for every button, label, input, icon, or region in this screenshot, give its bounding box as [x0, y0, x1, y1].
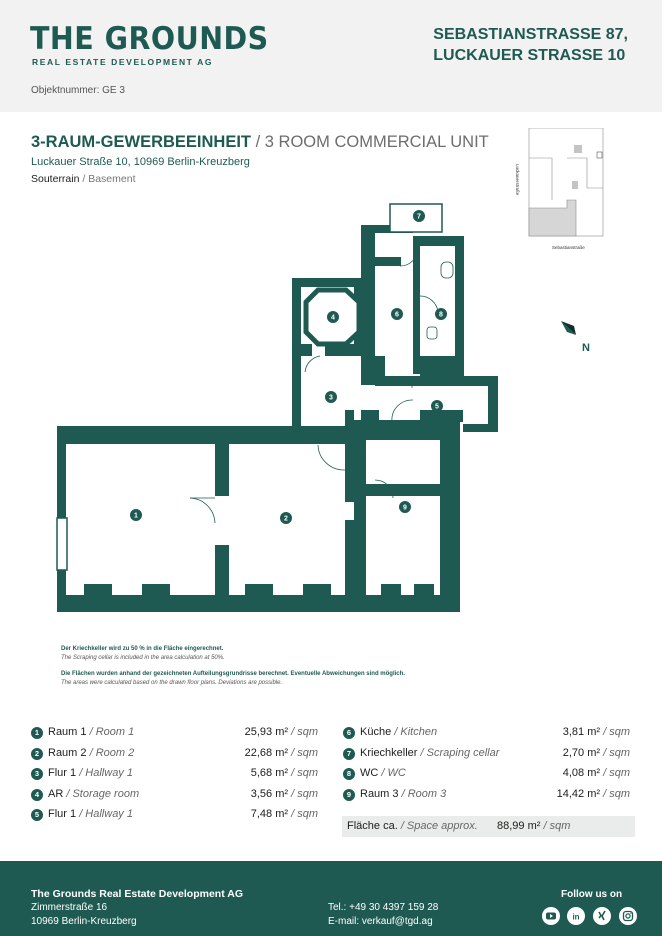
floor-level-de: Souterrain [31, 173, 80, 185]
property-address: SEBASTIANSTRASSE 87, LUCKAUER STRASSE 10 [433, 24, 628, 66]
svg-text:in: in [572, 913, 579, 922]
svg-text:6: 6 [395, 312, 399, 319]
list-item: 6 Küche / Kitchen 3,81 m² / sqm [343, 726, 630, 747]
room-marker-4: 4 [327, 311, 339, 323]
svg-text:9: 9 [403, 505, 407, 512]
footer-city: 10969 Berlin-Kreuzberg [31, 916, 137, 927]
list-item: 1 Raum 1 / Room 1 25,93 m² / sqm [31, 726, 318, 747]
youtube-icon[interactable] [542, 907, 560, 925]
footer: The Grounds Real Estate Development AG Z… [0, 861, 662, 936]
room-marker-9: 9 [399, 501, 411, 513]
list-item: 7 Kriechkeller / Scraping cellar 2,70 m²… [343, 747, 630, 768]
room-marker-5: 5 [431, 400, 443, 412]
site-street-vertical: Luckauerstraße [515, 164, 520, 196]
room-markers: 1 2 3 4 5 6 7 8 9 [130, 210, 447, 524]
svg-text:4: 4 [331, 315, 335, 322]
site-street-horizontal: Sebastianstraße [552, 245, 585, 250]
floor-level-en: Basement [88, 173, 136, 185]
address-line-1: SEBASTIANSTRASSE 87, [433, 26, 628, 43]
note-1-de: Der Kriechkeller wird zu 50 % in die Flä… [61, 646, 224, 652]
svg-text:N: N [582, 342, 590, 354]
title-english: 3 ROOM COMMERCIAL UNIT [264, 133, 489, 151]
north-arrow-icon: N [561, 321, 590, 354]
svg-text:2: 2 [284, 516, 288, 523]
room-marker-6: 6 [391, 308, 403, 320]
unit-address: Luckauer Straße 10, 10969 Berlin-Kreuzbe… [31, 156, 250, 168]
list-item: 4 AR / Storage room 3,56 m² / sqm [31, 788, 318, 809]
note-1-en: The Scraping cellar is included in the a… [61, 654, 225, 661]
room-marker-2: 2 [280, 512, 292, 524]
room-number-badge: 7 [343, 747, 355, 760]
title-separator: / [251, 133, 265, 151]
area-notes: Der Kriechkeller wird zu 50 % in die Flä… [61, 645, 405, 687]
room-number-badge: 3 [31, 768, 43, 781]
room-number-badge: 4 [31, 788, 43, 801]
room-number-badge: 8 [343, 768, 355, 781]
linkedin-icon[interactable]: in [567, 907, 585, 925]
floor-plan: 1 2 3 4 5 6 7 8 9 N [56, 203, 590, 612]
note-2-de: Die Flächen wurden anhand der gezeichnet… [61, 671, 405, 677]
xing-icon[interactable] [593, 907, 611, 925]
room-marker-7: 7 [413, 210, 425, 222]
svg-text:7: 7 [417, 214, 421, 221]
total-value: 88,99 m² [497, 820, 541, 832]
title-german: 3-RAUM-GEWERBEEINHEIT [31, 133, 252, 151]
note-2-en: The areas were calculated based on the d… [61, 679, 283, 686]
room-number-badge: 1 [31, 727, 43, 739]
total-area: Fläche ca. / Space approx. 88,99 m² / sq… [342, 816, 635, 837]
list-item: 5 Flur 1 / Hallway 1 7,48 m² / sqm [31, 808, 318, 829]
footer-street: Zimmerstraße 16 [31, 902, 108, 913]
follow-us-label: Follow us on [561, 889, 623, 900]
room-number-badge: 6 [343, 727, 355, 739]
header: THE GROUNDS REAL ESTATE DEVELOPMENT AG O… [0, 0, 662, 112]
svg-text:3: 3 [329, 395, 333, 402]
list-item: 2 Raum 2 / Room 2 22,68 m² / sqm [31, 747, 318, 768]
site-plan: Luckauerstraße Sebastianstraße [515, 128, 604, 250]
room-number-badge: 9 [343, 788, 355, 801]
address-line-2: LUCKAUER STRASSE 10 [433, 47, 626, 64]
room-list-left: 1 Raum 1 / Room 1 25,93 m² / sqm 2 Raum … [31, 726, 318, 829]
room-number-badge: 5 [31, 809, 43, 822]
svg-text:1: 1 [134, 513, 138, 520]
footer-email[interactable]: E-mail: verkauf@tgd.ag [328, 916, 433, 927]
floor-level: Souterrain / Basement [31, 173, 136, 185]
list-item: 3 Flur 1 / Hallway 1 5,68 m² / sqm [31, 767, 318, 788]
room-list-right: 6 Küche / Kitchen 3,81 m² / sqm 7 Kriech… [343, 726, 630, 808]
room-marker-8: 8 [435, 308, 447, 320]
svg-text:5: 5 [435, 404, 439, 411]
object-number: Objektnummer: GE 3 [31, 85, 125, 96]
svg-text:8: 8 [439, 312, 443, 319]
company-logo-subtitle: REAL ESTATE DEVELOPMENT AG [32, 57, 214, 67]
footer-company: The Grounds Real Estate Development AG [31, 888, 243, 900]
list-item: 9 Raum 3 / Room 3 14,42 m² / sqm [343, 788, 630, 809]
room-number-badge: 2 [31, 747, 43, 760]
footer-phone[interactable]: Tel.: +49 30 4397 159 28 [328, 902, 439, 913]
total-label: Fläche ca. [347, 820, 398, 832]
room-marker-1: 1 [130, 509, 142, 521]
list-item: 8 WC / WC 4,08 m² / sqm [343, 767, 630, 788]
page-title: 3-RAUM-GEWERBEEINHEIT / 3 ROOM COMMERCIA… [31, 133, 489, 152]
company-logo: THE GROUNDS [30, 21, 269, 57]
room-marker-3: 3 [325, 391, 337, 403]
instagram-icon[interactable] [619, 907, 637, 925]
